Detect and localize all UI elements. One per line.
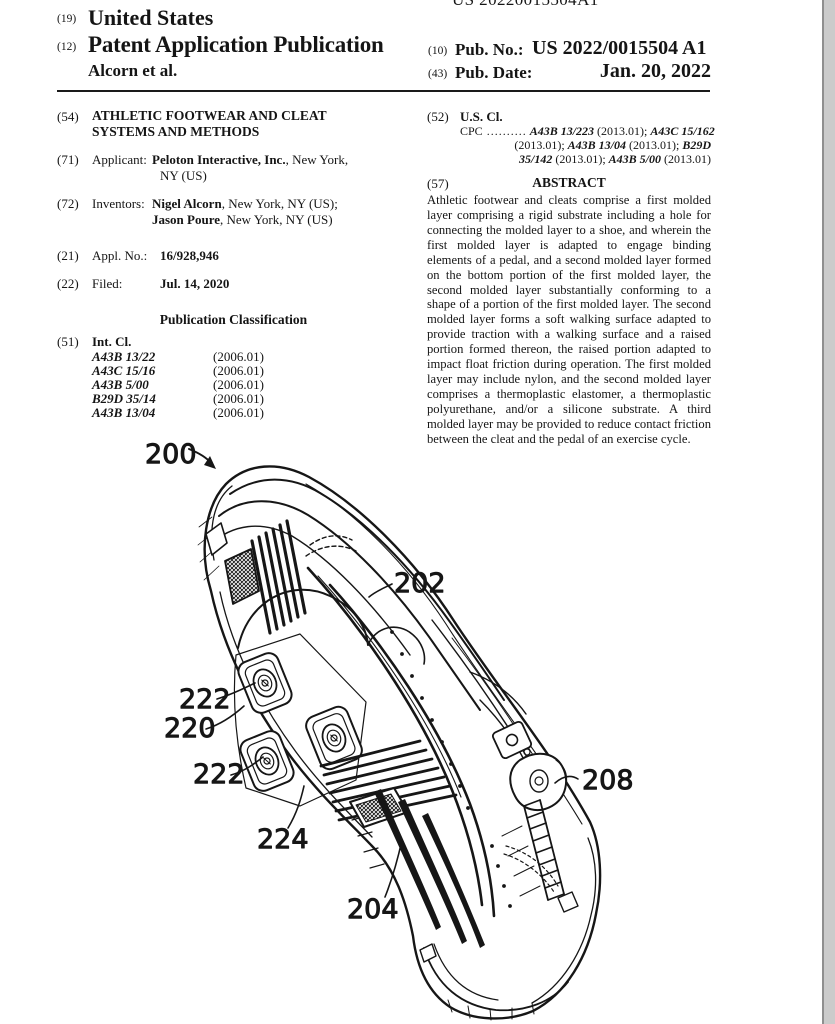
ref-label-220: 220 [164, 713, 216, 744]
ref-label-200: 200 [145, 439, 197, 470]
ref-label-204: 204 [347, 894, 399, 925]
ref-label-222b: 222 [193, 759, 245, 790]
ref-label-222a: 222 [179, 684, 231, 715]
ref-label-224: 224 [257, 824, 309, 855]
ref-label-202: 202 [394, 568, 446, 599]
ref-label-208: 208 [582, 765, 634, 796]
ref-200: 200 [145, 439, 216, 470]
